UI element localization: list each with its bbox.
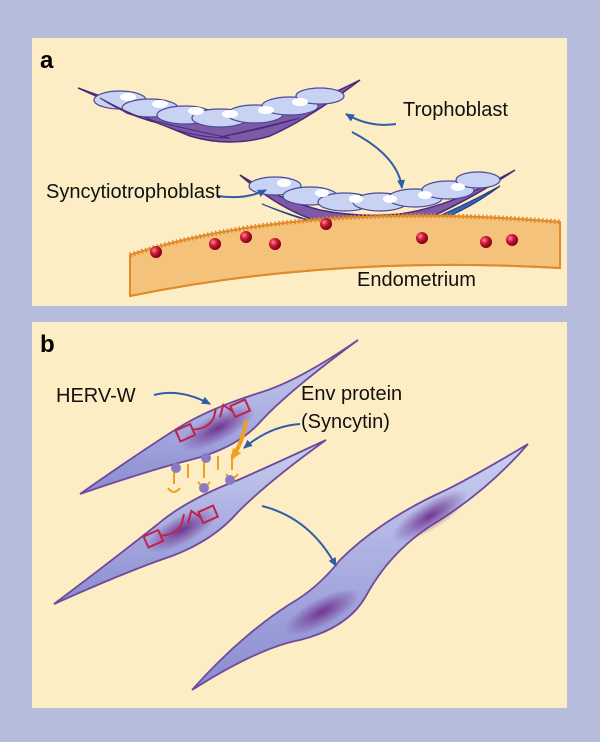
fusion-arrow xyxy=(261,505,337,567)
implantation-arrow xyxy=(351,131,405,189)
panel-b-label: b xyxy=(40,331,55,358)
herv-w-label: HERV-W xyxy=(56,385,136,407)
trophoblast-layer-icon xyxy=(77,79,361,143)
trophoblast-label: Trophoblast xyxy=(403,99,508,121)
blood-cell-icon xyxy=(150,218,518,258)
env-protein-label: Env protein xyxy=(301,383,402,405)
endometrium-label: Endometrium xyxy=(357,269,476,291)
trophoblast-pointer-arrow xyxy=(345,113,397,126)
syncytiotrophoblast-pointer-arrow xyxy=(217,189,267,199)
syncytiotrophoblast-label: Syncytiotrophoblast xyxy=(46,181,221,203)
env-expression-arrow xyxy=(230,419,248,460)
fused-cell-icon xyxy=(191,443,529,691)
endometrium-icon xyxy=(129,213,561,298)
herv-w-gene-icon xyxy=(142,398,252,549)
env-pointer-arrow xyxy=(243,423,301,449)
panel-a-label: a xyxy=(40,47,54,74)
herv-pointer-arrow xyxy=(153,391,211,405)
syncytin-label: (Syncytin) xyxy=(301,411,390,433)
